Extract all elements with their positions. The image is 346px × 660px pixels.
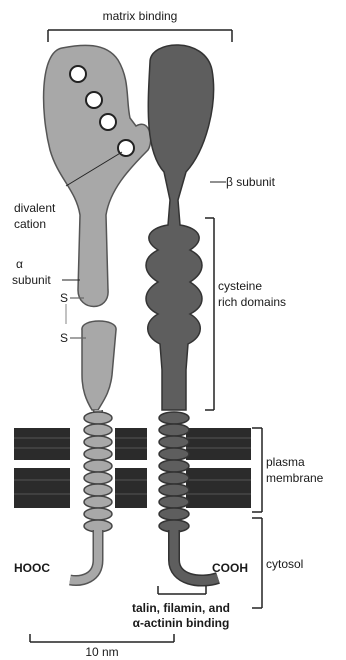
rich-domains-label: rich domains <box>218 295 286 309</box>
scale-bar-label: 10 nm <box>85 645 118 659</box>
right-brackets <box>205 218 262 608</box>
hooc-label: HOOC <box>14 561 50 575</box>
plasma-label: plasma <box>266 455 305 469</box>
s-top-label: S <box>60 291 68 305</box>
talin-binding-bracket <box>158 586 206 594</box>
scale-bar <box>30 634 174 642</box>
alpha-transmembrane-helix <box>84 412 112 532</box>
matrix-binding-bracket <box>48 30 232 42</box>
talin-filamin-label: talin, filamin, and <box>132 601 230 615</box>
membrane-label: membrane <box>266 471 324 485</box>
alpha-symbol-label: α <box>16 257 23 271</box>
cooh-label: COOH <box>212 561 248 575</box>
s-bottom-label: S <box>60 331 68 345</box>
actinin-binding-label: α-actinin binding <box>133 616 230 630</box>
cysteine-label: cysteine <box>218 279 262 293</box>
beta-transmembrane-helix <box>159 412 189 532</box>
beta-subunit-label: β subunit <box>226 175 276 189</box>
matrix-binding-label: matrix binding <box>103 9 178 23</box>
cytosol-label: cytosol <box>266 557 303 571</box>
alpha-subunit-label: subunit <box>12 273 51 287</box>
cation-label: cation <box>14 217 46 231</box>
beta-subunit <box>146 45 214 410</box>
plasma-membrane <box>14 428 251 508</box>
divalent-label: divalent <box>14 201 56 215</box>
